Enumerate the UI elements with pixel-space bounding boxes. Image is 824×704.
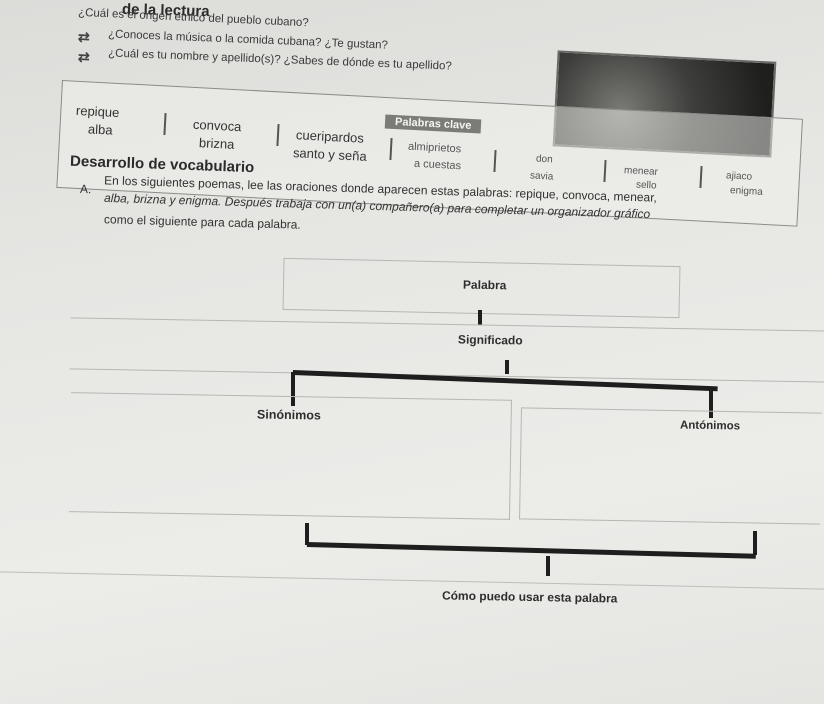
keyword: savia [529, 170, 554, 183]
connector [546, 556, 550, 576]
usage-box-line [0, 571, 824, 590]
bracket-right [753, 531, 757, 555]
keyword: brizna [198, 135, 235, 152]
sinonimos-label: Sinónimos [256, 407, 322, 423]
connector [478, 310, 482, 325]
question-3: ¿Cuál es tu nombre y apellido(s)? ¿Sabes… [107, 47, 453, 73]
instruction-line: como el siguiente para cada palabra. [103, 212, 301, 232]
arrows-icon: ⇄ [77, 48, 91, 65]
arrows-icon: ⇄ [77, 28, 91, 45]
bracket-left [291, 372, 295, 406]
keyword: don [535, 153, 553, 166]
keyword: convoca [192, 116, 242, 135]
palabra-label: Palabra [462, 277, 507, 293]
bracket-bottom [306, 542, 756, 559]
connector [505, 360, 509, 374]
antonimos-label: Antónimos [679, 419, 741, 433]
bracket-right [709, 388, 713, 418]
antonyms-box [519, 407, 822, 525]
meaning-box [69, 317, 824, 383]
keyword: a cuestas [413, 157, 462, 173]
significado-label: Significado [457, 332, 523, 348]
uso-label: Cómo puedo usar esta palabra [441, 588, 618, 606]
keyword: enigma [729, 185, 764, 198]
keyword: menear [623, 165, 659, 178]
bracket-left [305, 523, 309, 545]
keyword: repique [75, 102, 120, 121]
item-marker: A. [79, 181, 92, 197]
keyword: ajiaco [725, 170, 753, 183]
keyword: alba [87, 121, 113, 138]
